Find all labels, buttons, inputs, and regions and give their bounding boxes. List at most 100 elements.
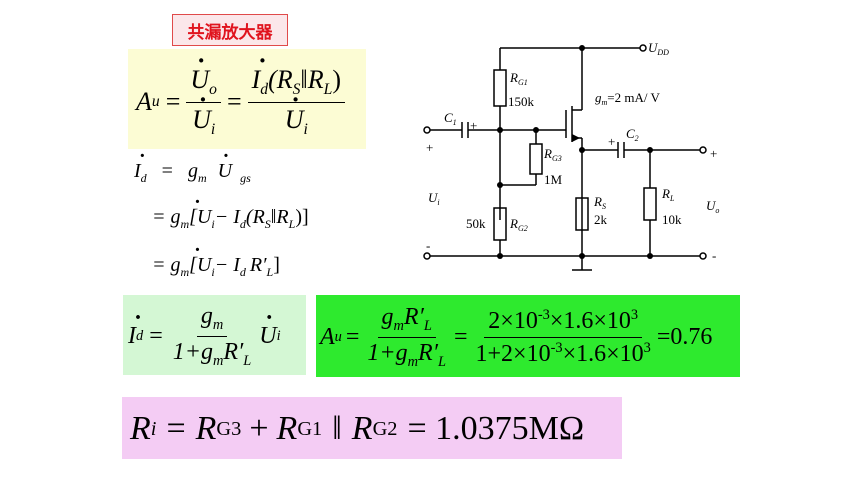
g1-den: 1+g (172, 338, 213, 365)
g2-rl-sub: L (423, 317, 432, 334)
ugs-symbol-d1: U (218, 160, 232, 182)
junction-output (647, 147, 653, 153)
g2-num2: 2×10 (488, 307, 538, 334)
g1-id: I (128, 305, 142, 350)
source-arrow-icon (572, 134, 580, 142)
d2-close: )] (295, 206, 309, 228)
vdd-terminal (639, 44, 647, 52)
gm-symbol-d1: g (187, 160, 198, 182)
g1-eq: = (149, 322, 163, 349)
d2-gm: = g (152, 206, 181, 228)
g2-den2-sup2: 3 (643, 339, 651, 356)
d3-ui-sub: i (211, 265, 215, 279)
ri-symbol: R (130, 410, 151, 447)
page-title: 共漏放大器 (172, 14, 288, 46)
g2-den: 1+g (367, 339, 408, 366)
g2-den-rl: R′ (418, 339, 438, 366)
ui-subscript: i (210, 120, 216, 138)
output-plus-sign: + (710, 146, 717, 161)
pink-eq: = (166, 410, 186, 447)
gm-sub-d1: m (197, 171, 207, 185)
fraction-uo-ui: Uo Ui (186, 65, 221, 138)
output-terminal-plus (699, 146, 707, 154)
label-ui: Ui (428, 190, 440, 207)
junction-bias (497, 182, 503, 188)
ui-symbol-2: U (285, 105, 304, 134)
gain-result-box (316, 295, 740, 377)
g1-gm-sub: m (212, 316, 224, 333)
drain-current-formula: Id = gm 1+gmR′L Ui (128, 300, 281, 372)
gain-subscript: u (151, 93, 160, 110)
d3-rl: R′ (249, 254, 267, 276)
pink-plus: + (249, 410, 269, 447)
g1-den-sub: m (212, 352, 224, 369)
input-resistance-box (122, 397, 622, 459)
g2-eq1: = (345, 323, 360, 350)
g2-result: =0.76 (656, 323, 713, 350)
g2-a: A (320, 323, 335, 350)
rg2-sub: G2 (372, 417, 398, 440)
d2-id-sub: d (239, 217, 246, 231)
g2-num2-sup2: 3 (630, 306, 639, 323)
d2-rs-sub: S (264, 217, 271, 231)
g2-gm-sub: m (393, 317, 404, 334)
pink-result: = 1.0375MΩ (407, 410, 585, 447)
equals-d1: = (161, 160, 173, 182)
label-rs-value: 2k (594, 212, 608, 227)
label-rg3: RG3 (543, 146, 562, 163)
rg3-resistor (529, 143, 543, 175)
g2-num2-sup: -3 (537, 306, 550, 323)
g2-fraction-2: 2×10-3×1.6×103 1+2×10-3×1.6×103 (472, 307, 655, 368)
c2-plus: + (608, 134, 615, 149)
rg2-symbol: R (351, 410, 373, 447)
d3-rl-sub: L (266, 265, 274, 279)
d3-id-sub: d (239, 265, 246, 279)
input-terminal-minus (423, 252, 431, 260)
equals-sign: = (165, 87, 181, 116)
rg1-resistor (493, 69, 507, 107)
d2-ui-sub: i (211, 217, 215, 231)
rl-subscript: L (323, 81, 333, 99)
label-rs: RS (593, 194, 606, 211)
junction-source (579, 147, 585, 153)
d2-rs: (R (245, 206, 265, 228)
junction-rg2-ground (497, 253, 503, 259)
ui-subscript-2: i (303, 120, 308, 138)
id-symbol-d1: I (134, 160, 141, 182)
id-symbol: I (252, 65, 261, 94)
d3-id: − I (214, 254, 240, 276)
g2-den-sub: m (407, 353, 419, 370)
junction-vdd (579, 45, 585, 51)
common-drain-circuit-diagram: UDD RG1 150k gm=2 mA/ V C1 + + RG3 1M C2… (423, 40, 719, 271)
d2-rl-sub: L (288, 217, 296, 231)
label-rl-value: 10k (662, 212, 682, 227)
label-rl: RL (661, 186, 675, 203)
d2-gm-sub: m (180, 217, 190, 231)
gain-symbol: A (136, 87, 152, 116)
label-udd: UDD (648, 40, 669, 57)
ugs-sub-d1: gs (240, 171, 251, 185)
label-rg2-value: 50k (466, 216, 486, 231)
label-rg3-value: 1M (544, 172, 563, 187)
input-plus-sign: + (426, 140, 433, 155)
label-c2: C2 (626, 126, 639, 143)
d2-rl: ‖R (270, 206, 289, 228)
derivation-line-3: = gm[Ui− IdR′L] (152, 254, 280, 280)
id-subscript: d (260, 81, 269, 99)
g1-den-rl: R′ (223, 338, 244, 365)
pink-parallel: ‖ (332, 410, 342, 447)
rl-resistor (643, 187, 657, 221)
fraction-id-rs-rl: Id(RS‖RL) Ui (247, 65, 345, 138)
rs-resistor (575, 197, 589, 231)
junction-gate (497, 127, 503, 133)
label-gm: gm=2 mA/ V (595, 90, 660, 107)
g2-den2-sup: -3 (550, 339, 563, 356)
output-terminal-minus (699, 252, 707, 260)
g1-ui-sub: i (276, 327, 281, 344)
junction-ground (579, 253, 585, 259)
g1-fraction: gm 1+gmR′L (169, 303, 256, 370)
paren-rs: (R (268, 65, 293, 95)
g1-den-rl-sub: L (243, 352, 252, 369)
g2-fraction-1: gmR′L 1+gmR′L (363, 304, 450, 371)
